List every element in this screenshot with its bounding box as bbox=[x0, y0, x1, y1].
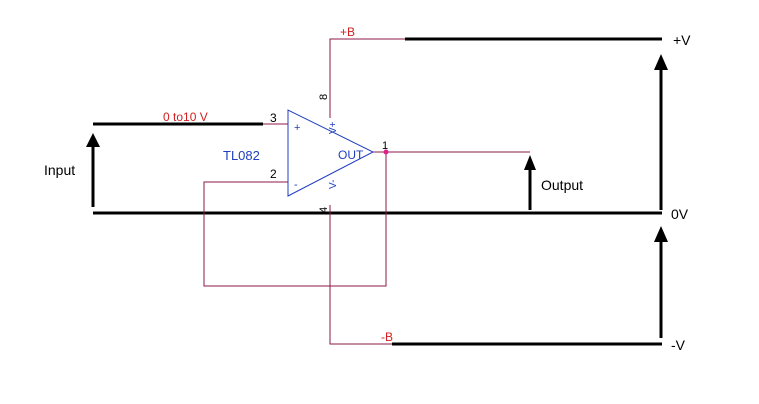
negative-voltage-arrow bbox=[654, 226, 668, 338]
v-plus-label: V+ bbox=[328, 121, 339, 134]
input-label: Input bbox=[44, 162, 75, 178]
input-range-label: 0 to10 V bbox=[163, 110, 208, 124]
v-minus-label: V- bbox=[328, 180, 339, 189]
feedback-wire bbox=[203, 152, 387, 287]
output-label: Output bbox=[541, 177, 583, 193]
opamp-triangle bbox=[287, 109, 375, 197]
chip-label: TL082 bbox=[223, 148, 260, 163]
minus-input-sign: - bbox=[294, 179, 298, 191]
pin-1-label: 1 bbox=[382, 140, 388, 152]
positive-rail-wire bbox=[329, 38, 405, 118]
plus-v-label: +V bbox=[673, 32, 691, 48]
input-arrow bbox=[86, 133, 100, 207]
pin-2-label: 2 bbox=[270, 167, 277, 181]
zero-v-label: 0V bbox=[671, 206, 689, 222]
positive-voltage-arrow bbox=[654, 54, 668, 210]
output-arrow bbox=[524, 155, 536, 210]
wires bbox=[203, 38, 530, 345]
plus-input-sign: + bbox=[294, 122, 300, 134]
pin-4-label: 4 bbox=[318, 207, 330, 213]
minus-b-label: -B bbox=[381, 330, 393, 344]
out-label: OUT bbox=[338, 148, 364, 162]
pin-8-label: 8 bbox=[318, 94, 330, 100]
negative-rail-wire bbox=[329, 205, 392, 345]
pin-3-label: 3 bbox=[270, 111, 277, 125]
output-node bbox=[383, 149, 389, 155]
plus-b-label: +B bbox=[340, 25, 355, 39]
minus-v-label: -V bbox=[671, 337, 686, 353]
